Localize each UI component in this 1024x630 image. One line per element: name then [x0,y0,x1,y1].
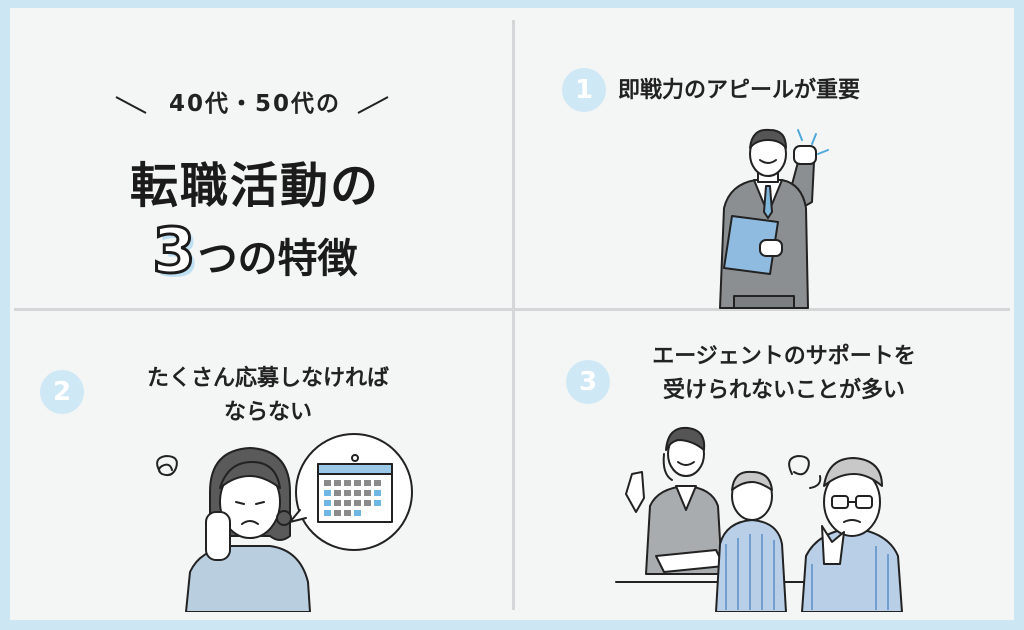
point-3-heading-line-1: エージェントのサポートを [652,344,916,369]
point-2-heading-line-2: ならない [223,400,312,425]
horizontal-divider [14,308,1010,311]
businessman-illustration [719,128,829,309]
point-2-heading-line-1: たくさん応募しなければ [146,366,389,391]
title-number: 3 [151,213,197,289]
point-3-number-badge: 3 [566,360,610,404]
point-1-number-badge: 1 [562,68,606,112]
title-main: 転職活動の [129,158,380,214]
title-tail: つの特徴 [197,236,358,282]
vertical-divider [512,20,515,610]
point-3-heading-line-2: 受けられないことが多い [662,378,905,403]
content-card: 40代・50代の 転職活動の 3つの特徴 1 即戦力のアピールが重要 [10,8,1014,620]
point-2-number-badge: 2 [40,370,84,414]
point-1-heading: 即戦力のアピールが重要 [618,78,861,103]
title-subtitle: 40代・50代の [168,91,341,117]
agent-meeting-illustration [615,426,903,612]
title-third-line: 3つの特徴 [70,213,440,289]
worried-woman-illustration [156,433,413,612]
